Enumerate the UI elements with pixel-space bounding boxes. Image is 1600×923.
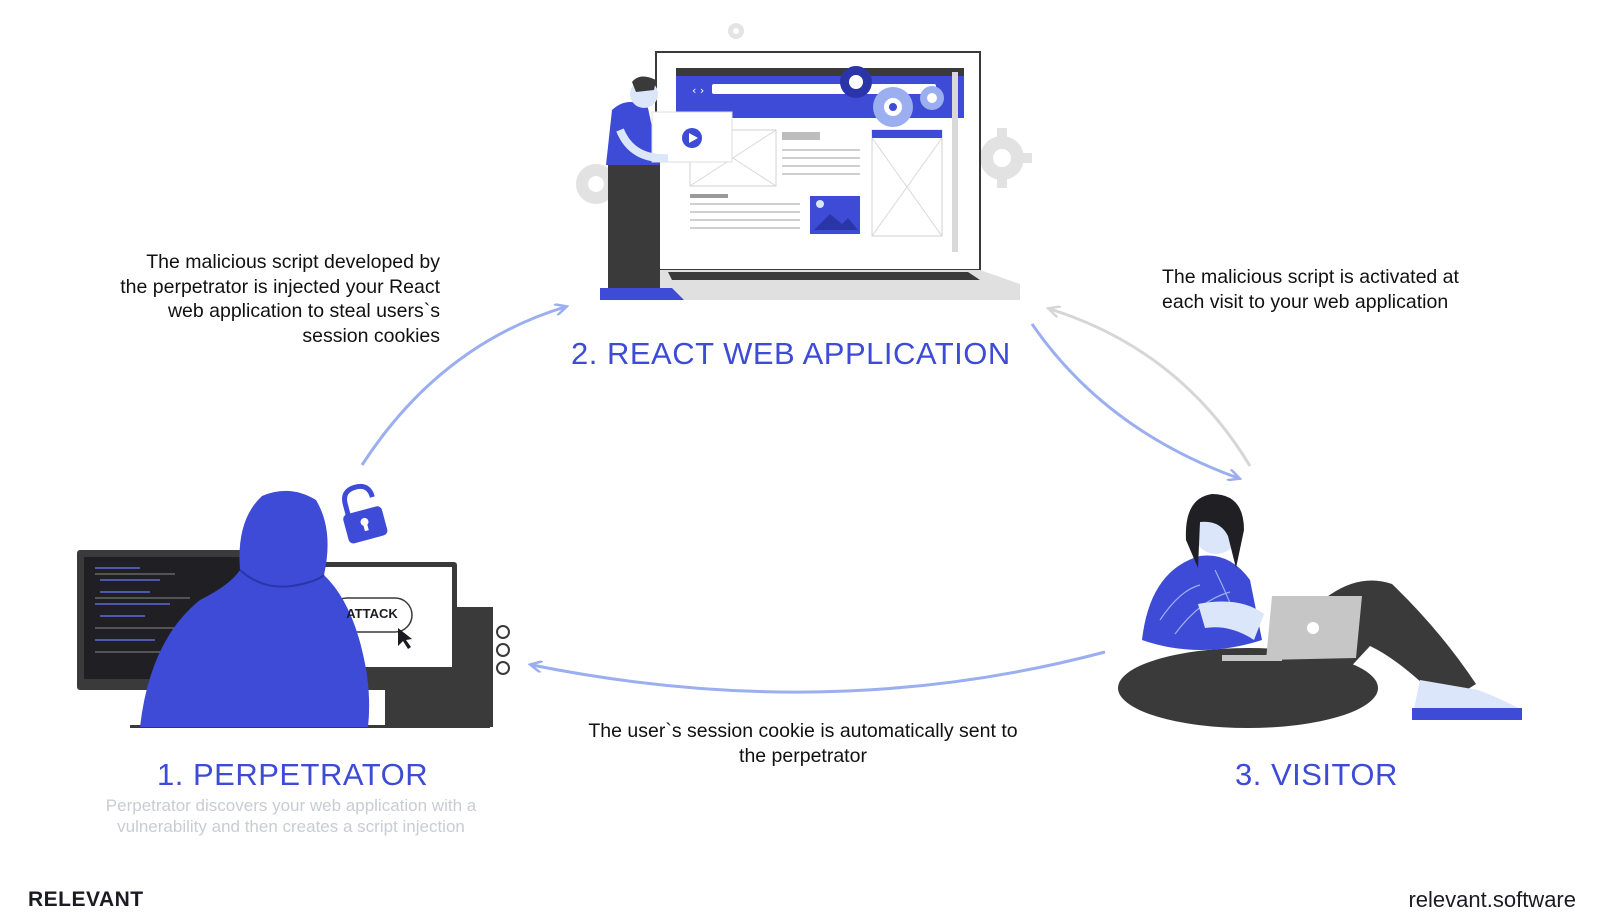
arrow-visitor-to-app (1050, 309, 1252, 467)
brand-logo: RELEVANT (28, 888, 144, 911)
react-app-title: 2. REACT WEB APPLICATION (571, 336, 1011, 371)
inject-note: The malicious script developed by the pe… (120, 251, 440, 347)
gear-icon (840, 66, 872, 98)
arrow-perpetrator-to-app (360, 307, 565, 466)
developer-figure (600, 76, 733, 300)
react-app-illustration: ‹ › (576, 23, 1032, 300)
gear-icon (873, 87, 913, 127)
visitor-body (1142, 555, 1262, 650)
cursor-icon (398, 628, 412, 649)
arrow-app-to-visitor (1030, 323, 1238, 478)
hooded-hacker (140, 490, 370, 727)
padlock-icon (342, 483, 388, 544)
site-url: relevant.software (1408, 887, 1576, 912)
svg-text:‹ ›: ‹ › (692, 84, 704, 97)
gear-icon (576, 164, 616, 204)
gear-icon (920, 86, 944, 110)
perpetrator-title: 1. PERPETRATOR (157, 757, 429, 792)
perpetrator-illustration (77, 483, 510, 728)
gear-icon (728, 23, 744, 39)
visitor-title: 3. VISITOR (1235, 757, 1398, 792)
activate-note: The malicious script is activated at eac… (1162, 266, 1459, 313)
cookie-note: The user`s session cookie is automatical… (588, 720, 1018, 767)
perpetrator-description: Perpetrator discovers your web applicati… (105, 796, 477, 836)
attack-label: ATTACK (346, 606, 398, 621)
visitor-illustration (1118, 494, 1522, 728)
gear-icon (972, 128, 1032, 188)
arrow-visitor-to-perpetrator (532, 650, 1106, 694)
